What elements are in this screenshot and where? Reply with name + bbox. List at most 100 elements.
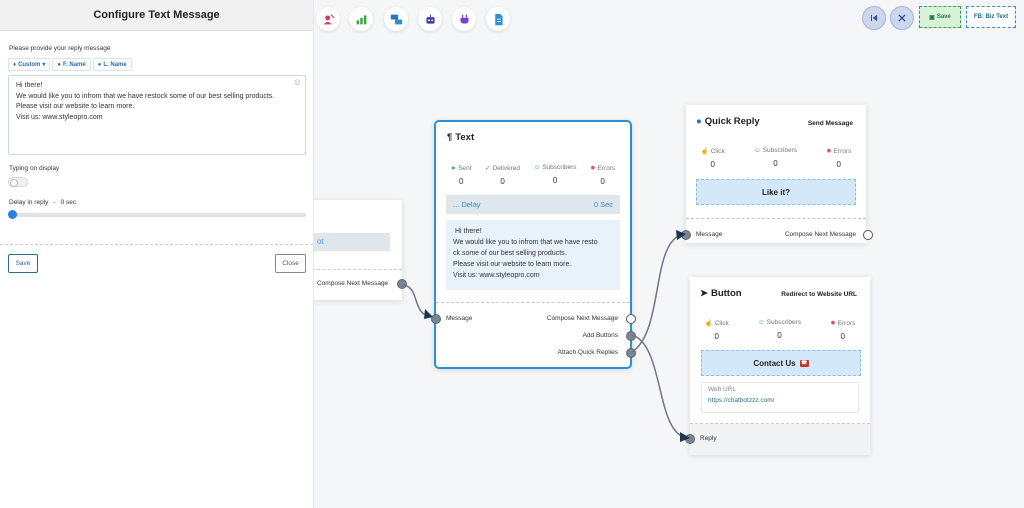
partial-node[interactable]: ot Compose Next Message bbox=[302, 200, 407, 300]
button-node[interactable]: ➤ Button Redirect to Website URL ☝Click … bbox=[685, 277, 870, 455]
delay-value: 0 sec bbox=[60, 199, 77, 206]
close-button[interactable]: Close bbox=[275, 254, 306, 273]
fb-page-label: FB: Biz Text bbox=[973, 14, 1009, 20]
personalization-chips: ♦Custom▾ ●F. Name ●L. Name bbox=[8, 58, 132, 71]
quick-reply-stats: ☝Click 0 ☺Subscribers 0 ✹Errors 0 bbox=[686, 147, 866, 169]
partial-output-port[interactable] bbox=[397, 279, 407, 289]
link-icon: ☎ bbox=[799, 359, 809, 367]
text-node-title: Text bbox=[455, 132, 475, 143]
message-textarea[interactable]: Hi there! We would like you to infrom th… bbox=[8, 75, 306, 155]
quick-reply-compose-label: Compose Next Message bbox=[784, 231, 856, 238]
stat-subscribers: ☺Subscribers 0 bbox=[758, 319, 801, 340]
stat-subscribers: ☺Subscribers 0 bbox=[533, 164, 577, 185]
stat-sent: ➤Sent 0 bbox=[450, 164, 472, 187]
plug-icon[interactable] bbox=[452, 7, 476, 31]
add-buttons-label: Add Buttons bbox=[582, 332, 618, 339]
web-url-label: Web URL bbox=[708, 386, 737, 393]
save-button[interactable]: Save bbox=[8, 254, 38, 273]
prompt-label: Please provide your reply message bbox=[9, 45, 111, 52]
quick-reply-input-port[interactable] bbox=[681, 230, 691, 240]
button-node-stats: ☝Click 0 ☺Subscribers 0 ✹Errors 0 bbox=[690, 319, 870, 341]
quick-reply-input-label: Message bbox=[696, 231, 723, 238]
caret-icon: ▾ bbox=[42, 62, 46, 68]
text-input-label: Message bbox=[446, 315, 473, 322]
button-input-port[interactable] bbox=[685, 434, 695, 444]
first-name-chip[interactable]: ●F. Name bbox=[52, 58, 91, 71]
close-label: Close bbox=[282, 260, 299, 267]
stat-errors: ✹Errors 0 bbox=[830, 319, 856, 342]
stat-delivered: ✓Delivered 0 bbox=[485, 164, 521, 187]
button-node-action: Redirect to Website URL bbox=[781, 291, 857, 298]
stat-click: ☝Click 0 bbox=[704, 319, 729, 342]
skip-back-icon bbox=[871, 14, 878, 22]
fb-page-button[interactable]: FB: Biz Text bbox=[966, 6, 1016, 28]
user-icon: ● bbox=[97, 61, 102, 68]
attach-quick-replies-port[interactable] bbox=[626, 348, 636, 358]
compose-next-label: Compose Next Message bbox=[546, 315, 618, 322]
emoji-icon[interactable]: ☺ bbox=[292, 77, 302, 87]
user-circle-icon: ☺ bbox=[758, 319, 765, 326]
like-it-button[interactable]: Like it? bbox=[696, 179, 856, 205]
cursor-icon: ➤ bbox=[700, 288, 708, 299]
typing-label: Typing on display bbox=[9, 165, 60, 172]
text-input-port[interactable] bbox=[431, 314, 441, 324]
configure-panel: Configure Text Message Please provide yo… bbox=[0, 0, 314, 508]
text-node-message[interactable]: Hi there! We would like you to infrom th… bbox=[446, 220, 620, 290]
delay-bar[interactable]: ... Delay 0 Sec bbox=[446, 195, 620, 214]
stat-subscribers: ☺Subscribers 0 bbox=[754, 147, 797, 168]
pilcrow-icon: ¶ bbox=[447, 132, 453, 143]
delay-row: Delay in reply - 0 sec bbox=[9, 199, 77, 206]
subscriber-icon[interactable] bbox=[316, 7, 340, 31]
comment-icon: ● bbox=[696, 116, 702, 127]
button-input-label: Reply bbox=[700, 435, 717, 442]
typing-toggle[interactable] bbox=[8, 177, 28, 187]
attach-quick-replies-label: Attach Quick Replies bbox=[557, 349, 618, 356]
floppy-icon: ▣ bbox=[929, 14, 935, 21]
delay-slider-thumb[interactable] bbox=[8, 210, 17, 219]
panel-title: Configure Text Message bbox=[0, 0, 313, 31]
quick-reply-action: Send Message bbox=[807, 120, 853, 127]
user-circle-icon: ☺ bbox=[533, 164, 541, 171]
user-icon: ● bbox=[57, 61, 62, 68]
document-icon[interactable] bbox=[486, 7, 510, 31]
delay-value: 0 Sec bbox=[593, 200, 613, 209]
stat-click: ☝Click 0 bbox=[700, 147, 725, 170]
bug-icon: ✹ bbox=[590, 165, 596, 172]
delay-label: Delay in reply bbox=[9, 199, 49, 206]
text-node[interactable]: ¶ Text ➤Sent 0 ✓Delivered 0 ☺Subscribers… bbox=[431, 120, 636, 369]
delay-label: ... Delay bbox=[453, 200, 481, 209]
stat-errors: ✹Errors 0 bbox=[590, 164, 616, 187]
button-node-title: Button bbox=[710, 288, 742, 299]
back-button[interactable] bbox=[862, 6, 886, 30]
add-buttons-port[interactable] bbox=[626, 331, 636, 341]
messages-icon[interactable] bbox=[384, 7, 408, 31]
delay-slider-track[interactable] bbox=[12, 213, 306, 217]
web-url-value: https://chatbotzzz.com/ bbox=[708, 397, 775, 404]
save-flow-label: Save bbox=[936, 14, 951, 20]
bug-icon: ✹ bbox=[830, 320, 836, 327]
compose-next-port[interactable] bbox=[626, 314, 636, 324]
save-flow-button[interactable]: ▣ Save bbox=[919, 6, 961, 28]
send-icon: ➤ bbox=[450, 165, 457, 172]
collapse-icon bbox=[898, 14, 906, 22]
quick-reply-output-port[interactable] bbox=[863, 230, 873, 240]
custom-chip[interactable]: ♦Custom▾ bbox=[8, 58, 51, 71]
pointer-icon: ☝ bbox=[704, 320, 713, 327]
user-circle-icon: ☺ bbox=[754, 147, 761, 154]
fit-view-button[interactable] bbox=[890, 6, 914, 30]
chart-icon[interactable] bbox=[349, 7, 373, 31]
check-circle-icon: ✓ bbox=[485, 165, 491, 172]
contact-us-label: Contact Us bbox=[753, 358, 796, 368]
save-label: Save bbox=[15, 260, 31, 267]
quick-reply-node[interactable]: ● Quick Reply Send Message ☝Click 0 ☺Sub… bbox=[681, 105, 873, 243]
flow-canvas[interactable] bbox=[314, 0, 1024, 508]
tags-icon: ♦ bbox=[13, 61, 17, 68]
robot-icon[interactable] bbox=[418, 7, 442, 31]
last-name-chip[interactable]: ●L. Name bbox=[92, 58, 132, 71]
text-node-stats: ➤Sent 0 ✓Delivered 0 ☺Subscribers 0 ✹Err… bbox=[444, 164, 622, 186]
partial-compose-label: Compose Next Message bbox=[317, 280, 389, 287]
partial-node-field: ot bbox=[304, 233, 390, 251]
stat-errors: ✹Errors 0 bbox=[826, 147, 852, 170]
contact-us-button[interactable]: Contact Us ☎ bbox=[701, 350, 861, 376]
web-url-field[interactable]: Web URL https://chatbotzzz.com/ bbox=[701, 382, 859, 413]
